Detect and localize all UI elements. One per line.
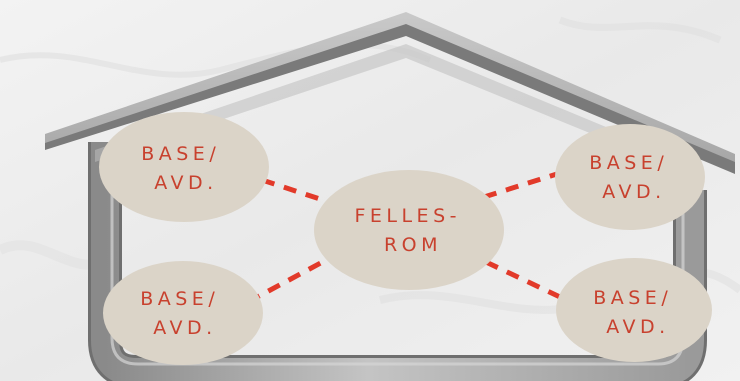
node-center: FELLES- ROM [314,170,504,290]
house-roof [45,12,735,178]
svg-text:BASE/ AVD.: BASE/ AVD. [141,143,231,194]
svg-text:BASE/ AVD.: BASE/ AVD. [589,152,679,203]
node-ellipse [555,124,705,230]
node-ellipse [556,258,712,362]
connector-bottom-left [246,255,332,305]
node-label-line2: AVD. [602,181,665,203]
node-label-line1: BASE/ [593,287,672,309]
node-top-left: BASE/ AVD. [99,112,269,222]
center-label-line2: ROM [384,234,442,256]
node-ellipse [103,261,263,365]
svg-text:FELLES- ROM: FELLES- ROM [354,205,471,256]
node-label-line2: AVD. [153,317,216,339]
node-label-line2: AVD. [154,172,217,194]
center-label-line1: FELLES- [354,205,461,227]
node-label-line2: AVD. [606,316,669,338]
node-label-line1: BASE/ [141,143,220,165]
node-label-line1: BASE/ [589,152,668,174]
node-top-right: BASE/ AVD. [555,124,705,230]
svg-text:BASE/ AVD.: BASE/ AVD. [140,288,230,339]
connectors [246,170,562,305]
node-ellipse [314,170,504,290]
svg-text:BASE/ AVD.: BASE/ AVD. [593,287,683,338]
node-bottom-left: BASE/ AVD. [103,261,263,365]
node-label-line1: BASE/ [140,288,219,310]
connector-top-left [261,177,333,206]
node-bottom-right: BASE/ AVD. [556,258,712,362]
node-ellipse [99,112,269,222]
